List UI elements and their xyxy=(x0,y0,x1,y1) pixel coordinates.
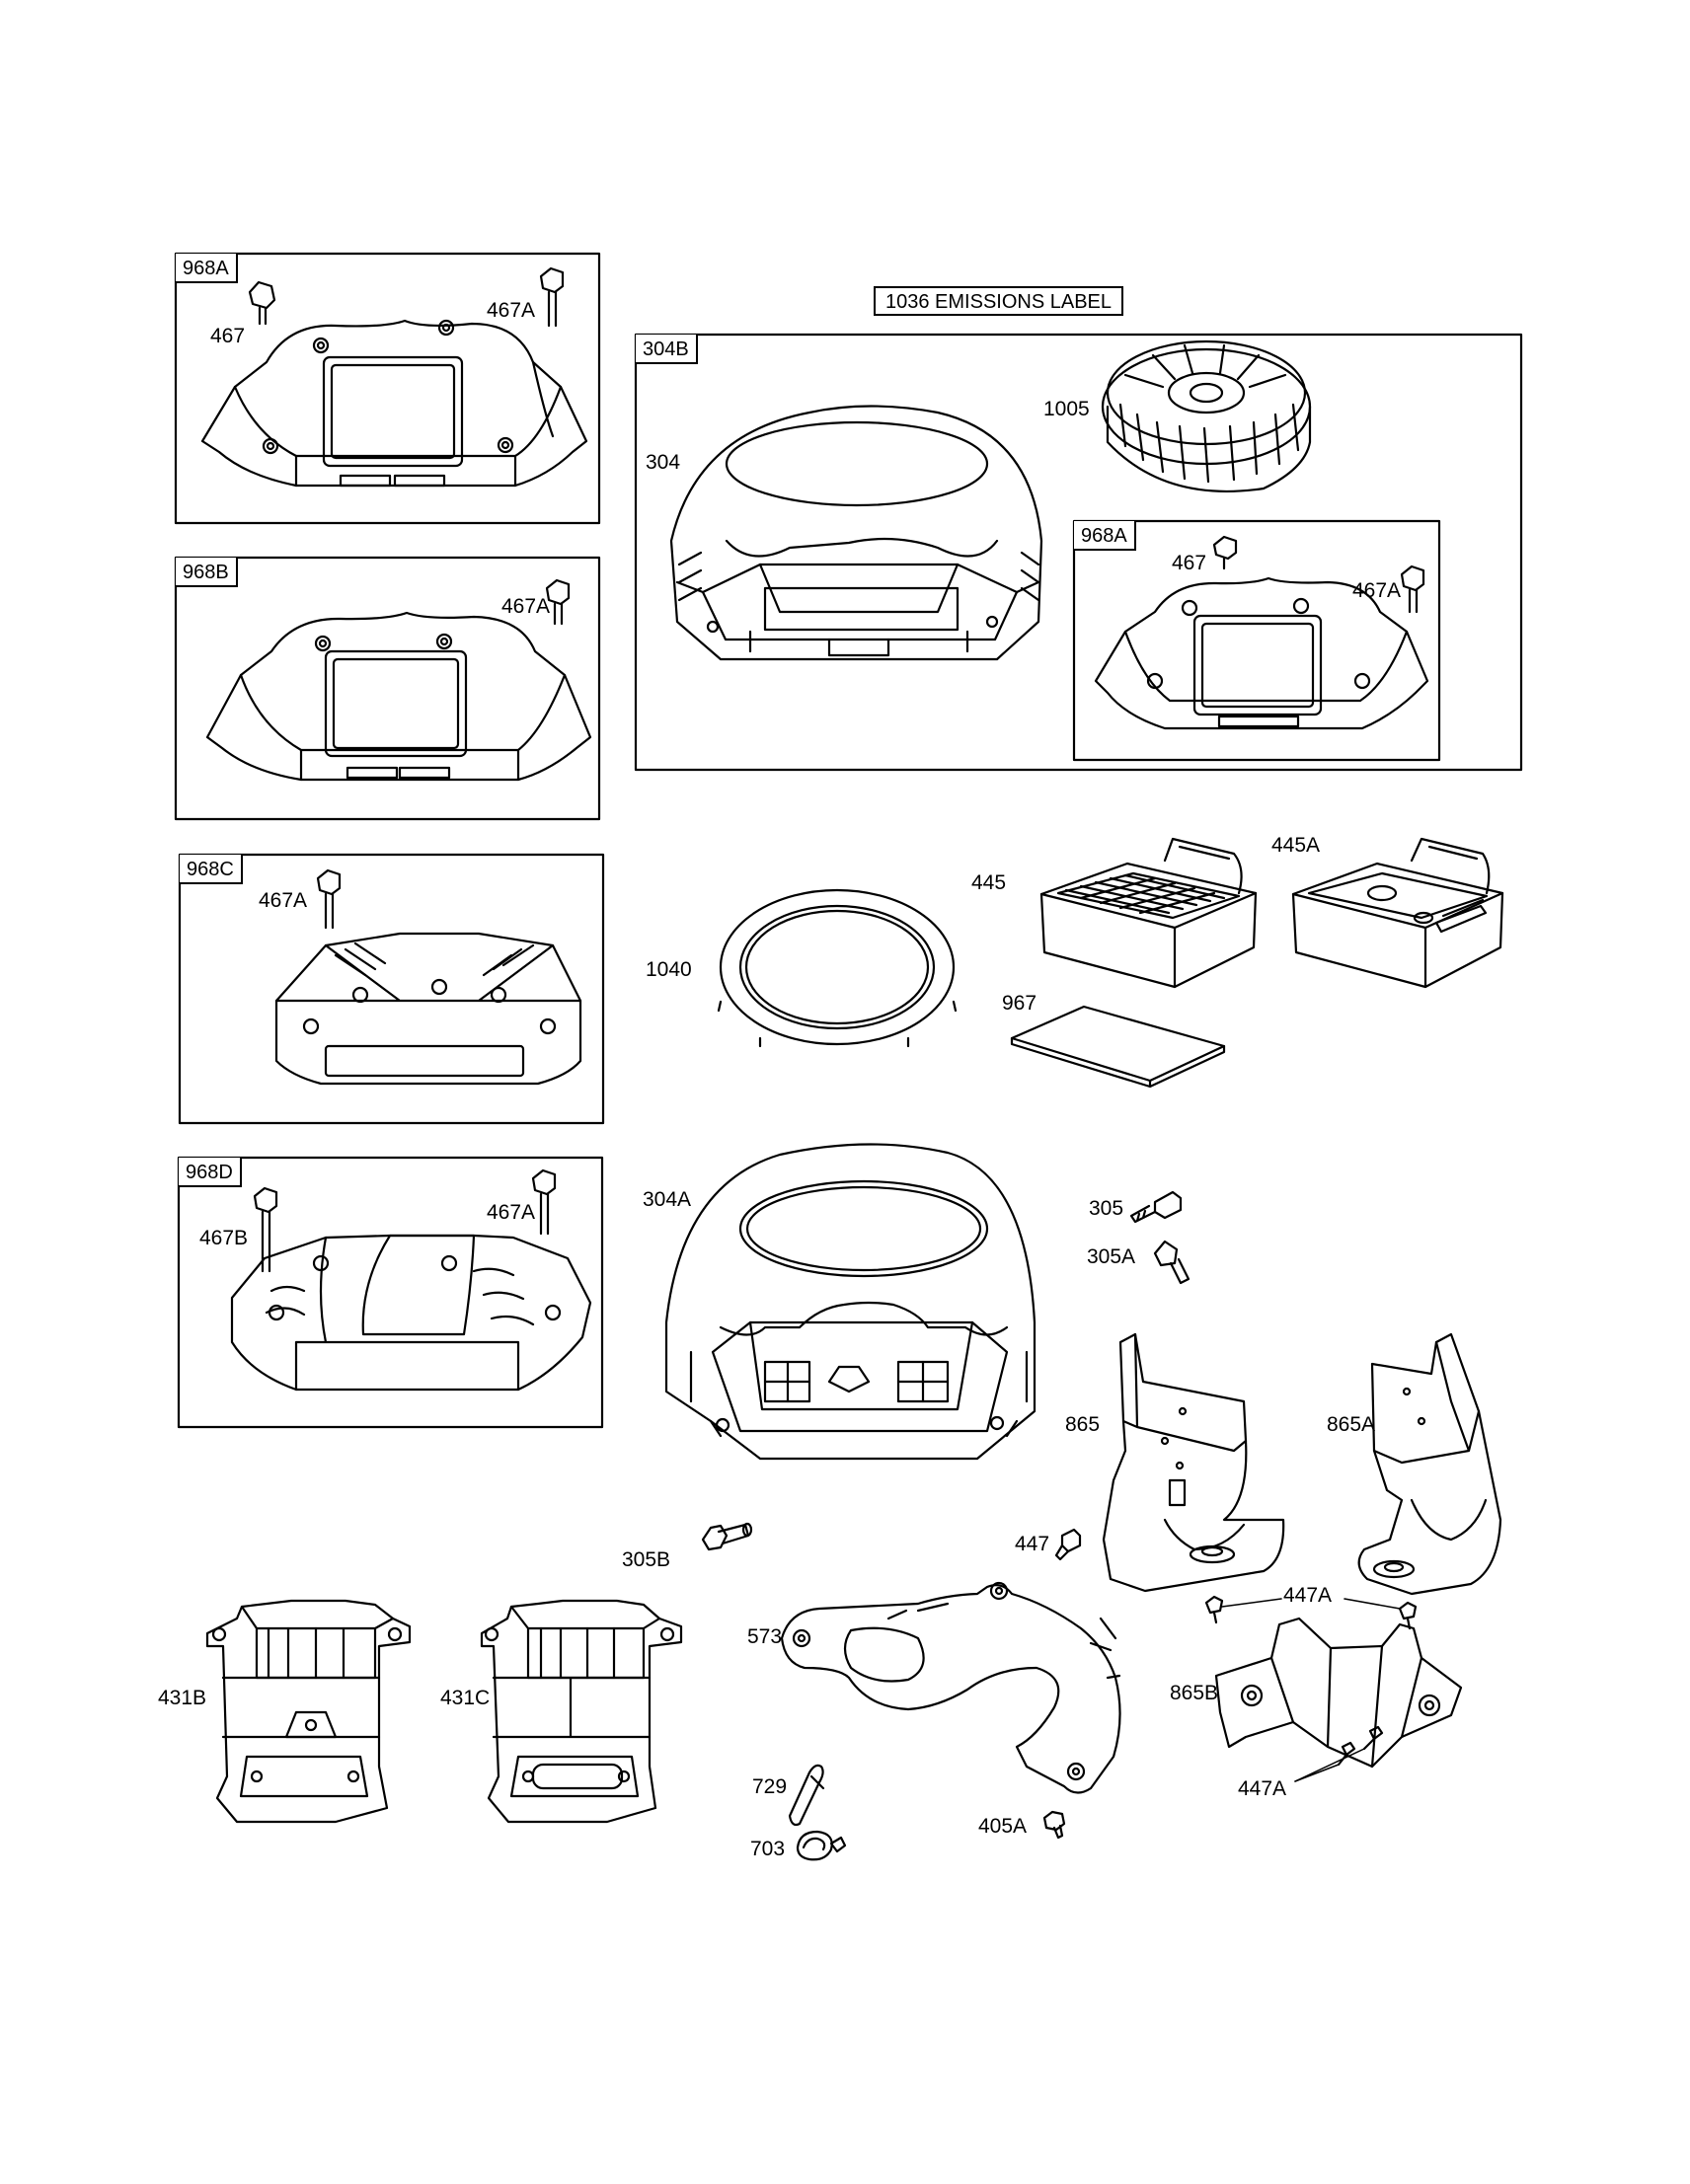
air-filter-445 xyxy=(1039,837,1258,989)
callout-1040: 1040 xyxy=(646,958,692,981)
callout-431c: 431C xyxy=(440,1687,491,1709)
leader-447a-left xyxy=(1221,1598,1282,1608)
screw-305b xyxy=(701,1522,753,1551)
knob-467a xyxy=(539,266,565,328)
knob-467a-b xyxy=(545,578,571,626)
callout-431b: 431B xyxy=(158,1687,207,1709)
callout-467: 467 xyxy=(210,325,246,347)
callout-467-inner: 467 xyxy=(1172,552,1207,574)
clip-729 xyxy=(788,1764,825,1827)
shroud-431c xyxy=(480,1599,683,1824)
flywheel-fan-1005 xyxy=(1101,339,1312,492)
leader-447a-right xyxy=(1344,1598,1401,1610)
knob-467 xyxy=(248,280,276,326)
callout-467a-968d: 467A xyxy=(487,1201,536,1224)
callout-967: 967 xyxy=(1002,992,1037,1015)
kit-tag-968a: 968A xyxy=(176,254,238,283)
knob-467a-e xyxy=(1400,565,1425,614)
kit-968a-inner-frame xyxy=(1072,519,1441,762)
callout-467a-968c: 467A xyxy=(259,889,308,912)
kit-304b-frame xyxy=(634,333,1523,772)
screw-447a-left xyxy=(1204,1595,1224,1624)
callout-447: 447 xyxy=(1015,1533,1050,1555)
gasket-ring-1040 xyxy=(717,888,958,1048)
blower-cover-968d xyxy=(230,1234,592,1392)
callout-703: 703 xyxy=(750,1838,786,1860)
blower-housing-304 xyxy=(669,405,1043,661)
callout-729: 729 xyxy=(752,1775,788,1798)
screw-305 xyxy=(1129,1190,1183,1224)
kit-968a-frame xyxy=(174,252,601,525)
kit-968c-frame xyxy=(178,853,605,1125)
kit-tag-968a-inner: 968A xyxy=(1074,521,1136,551)
leader-447a-bottom-2 xyxy=(1294,1748,1365,1782)
screw-447 xyxy=(1054,1528,1082,1561)
cylinder-baffle-865a xyxy=(1357,1332,1502,1596)
callout-305a: 305A xyxy=(1087,1245,1136,1268)
callout-445a: 445A xyxy=(1271,834,1321,857)
callout-865: 865 xyxy=(1065,1413,1101,1436)
callout-467a-inner: 467A xyxy=(1352,579,1402,602)
kit-968d-frame xyxy=(177,1156,604,1429)
clamp-703 xyxy=(796,1830,847,1861)
blower-cover-968b xyxy=(205,611,592,782)
callout-865b: 865B xyxy=(1170,1682,1219,1704)
blower-housing-304a xyxy=(664,1143,1037,1461)
pre-filter-967 xyxy=(1010,1005,1226,1089)
callout-305b: 305B xyxy=(622,1548,671,1571)
screw-447a-bottom xyxy=(1337,1725,1384,1767)
knob-467-b xyxy=(1212,535,1238,570)
kit-tag-968d: 968D xyxy=(179,1158,242,1187)
callout-467b: 467B xyxy=(199,1227,249,1249)
callout-304a: 304A xyxy=(643,1188,692,1211)
blower-cover-968a-inner xyxy=(1094,576,1429,730)
air-filter-445a xyxy=(1291,837,1504,989)
emissions-label-callout: 1036 EMISSIONS LABEL xyxy=(874,286,1124,316)
screw-405a xyxy=(1042,1810,1066,1840)
kit-tag-968b: 968B xyxy=(176,558,238,587)
callout-467a: 467A xyxy=(487,299,536,322)
callout-447a-bottom: 447A xyxy=(1238,1777,1287,1800)
callout-467a-968b: 467A xyxy=(501,595,551,618)
shroud-431b xyxy=(205,1599,412,1824)
screw-305a xyxy=(1153,1240,1191,1285)
callout-573: 573 xyxy=(747,1625,783,1648)
blower-cover-968c xyxy=(274,932,582,1086)
kit-tag-968c: 968C xyxy=(180,855,243,884)
callout-865a: 865A xyxy=(1327,1413,1376,1436)
cylinder-baffle-865b xyxy=(1214,1617,1463,1769)
knob-467a-d xyxy=(531,1168,557,1236)
cylinder-baffle-865 xyxy=(1102,1332,1285,1593)
callout-447a: 447A xyxy=(1283,1584,1333,1607)
callout-445: 445 xyxy=(971,871,1007,894)
knob-467a-c xyxy=(316,868,342,930)
kit-968b-frame xyxy=(174,556,601,821)
callout-1005: 1005 xyxy=(1043,398,1090,420)
kit-tag-304b: 304B xyxy=(636,335,698,364)
knob-467b xyxy=(253,1186,278,1273)
blower-cover-968a xyxy=(200,319,588,488)
callout-305: 305 xyxy=(1089,1197,1124,1220)
callout-405a: 405A xyxy=(978,1815,1028,1838)
back-plate-573 xyxy=(780,1581,1121,1794)
callout-304: 304 xyxy=(646,451,681,474)
